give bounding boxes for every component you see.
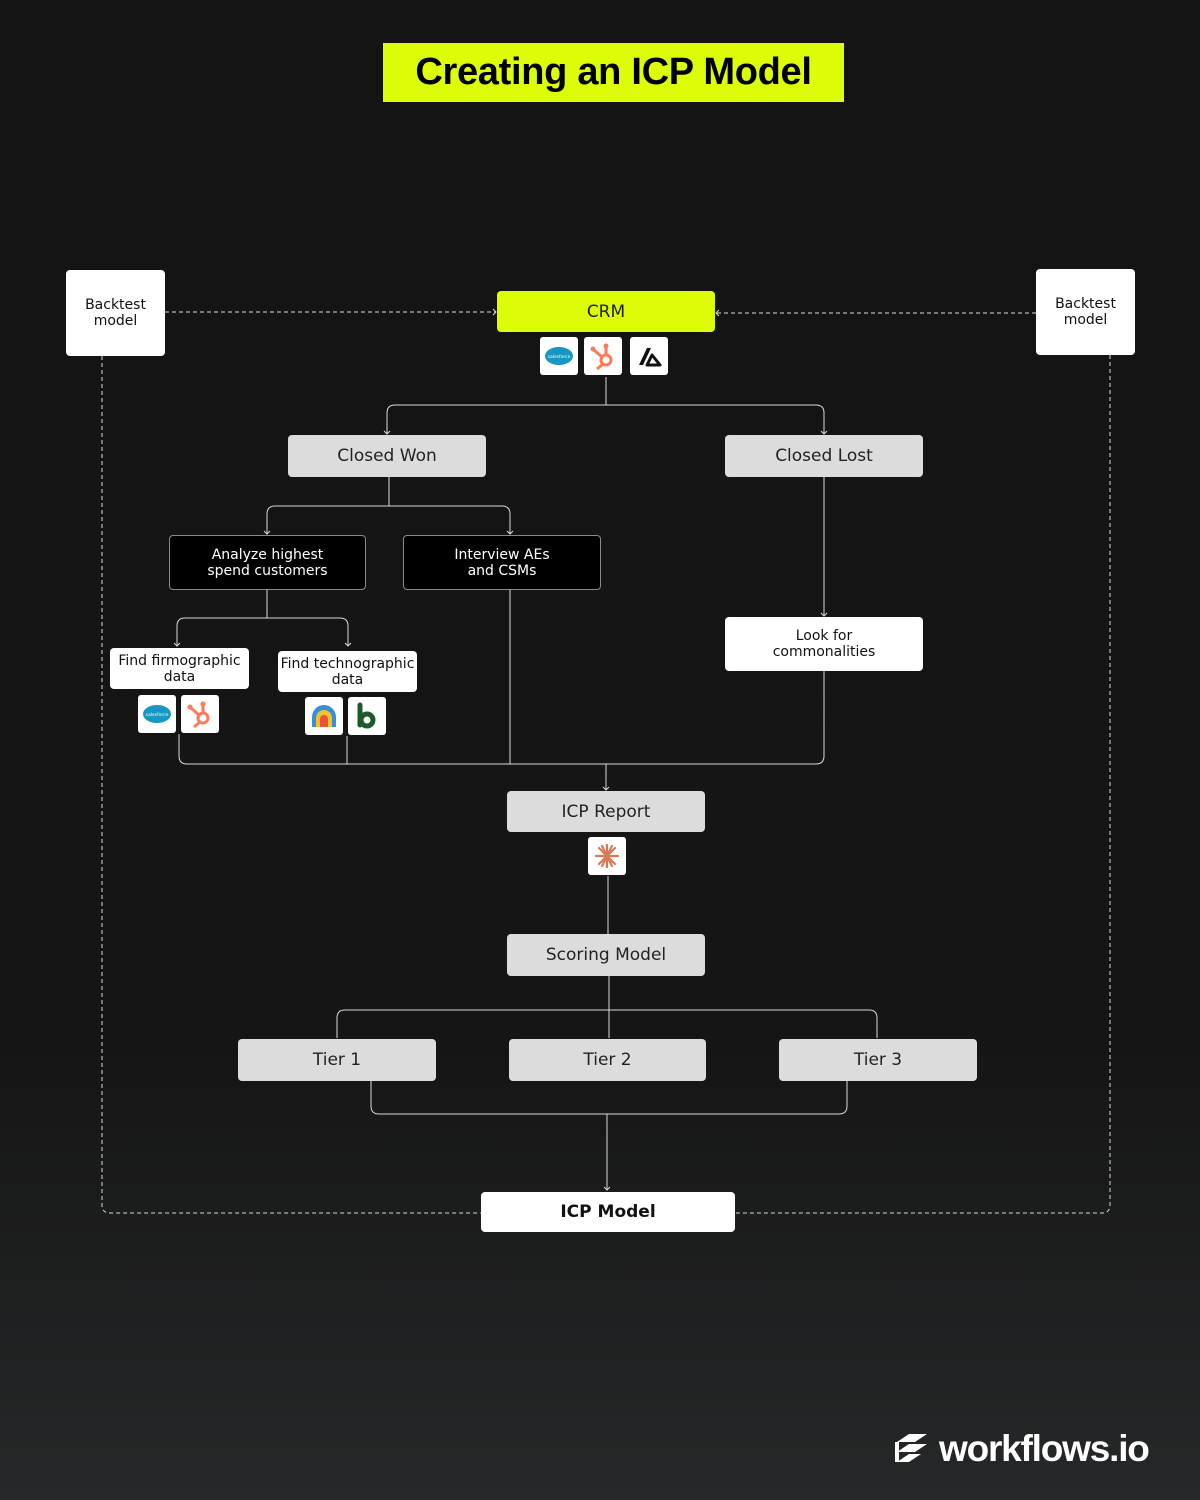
page-title: Creating an ICP Model	[383, 43, 844, 102]
firmographic-node[interactable]: Find firmographic data	[110, 648, 249, 689]
icp-report-node[interactable]: ICP Report	[507, 791, 705, 832]
salesforce-icon: salesforce	[540, 337, 578, 375]
scoring-model-node[interactable]: Scoring Model	[507, 934, 705, 976]
technographic-node[interactable]: Find technographic data	[278, 651, 417, 692]
icp-model-node[interactable]: ICP Model	[481, 1192, 735, 1232]
tier-2-node[interactable]: Tier 2	[509, 1039, 706, 1081]
claude-icon	[588, 837, 626, 875]
brand-logo: workflows.io	[893, 1427, 1173, 1471]
analyze-spend-node[interactable]: Analyze highest spend customers	[169, 535, 366, 590]
builtwith-icon	[305, 697, 343, 735]
closed-lost-node[interactable]: Closed Lost	[725, 435, 923, 477]
workflows-logo-icon	[895, 1434, 927, 1462]
hubspot-icon	[181, 695, 219, 733]
salesforce-icon: salesforce	[138, 695, 176, 733]
attio-icon	[630, 337, 668, 375]
backtest-model-left[interactable]: Backtest model	[66, 270, 165, 356]
svg-text:salesforce: salesforce	[146, 712, 169, 718]
tier-1-node[interactable]: Tier 1	[238, 1039, 436, 1081]
backtest-model-right[interactable]: Backtest model	[1036, 269, 1135, 355]
crm-node[interactable]: CRM	[497, 291, 715, 332]
interview-node[interactable]: Interview AEs and CSMs	[403, 535, 601, 590]
tier-3-node[interactable]: Tier 3	[779, 1039, 977, 1081]
bombora-icon	[348, 697, 386, 735]
hubspot-icon	[584, 337, 622, 375]
svg-text:salesforce: salesforce	[548, 354, 571, 360]
brand-name: workflows.io	[939, 1428, 1150, 1469]
commonalities-node[interactable]: Look for commonalities	[725, 617, 923, 671]
closed-won-node[interactable]: Closed Won	[288, 435, 486, 477]
